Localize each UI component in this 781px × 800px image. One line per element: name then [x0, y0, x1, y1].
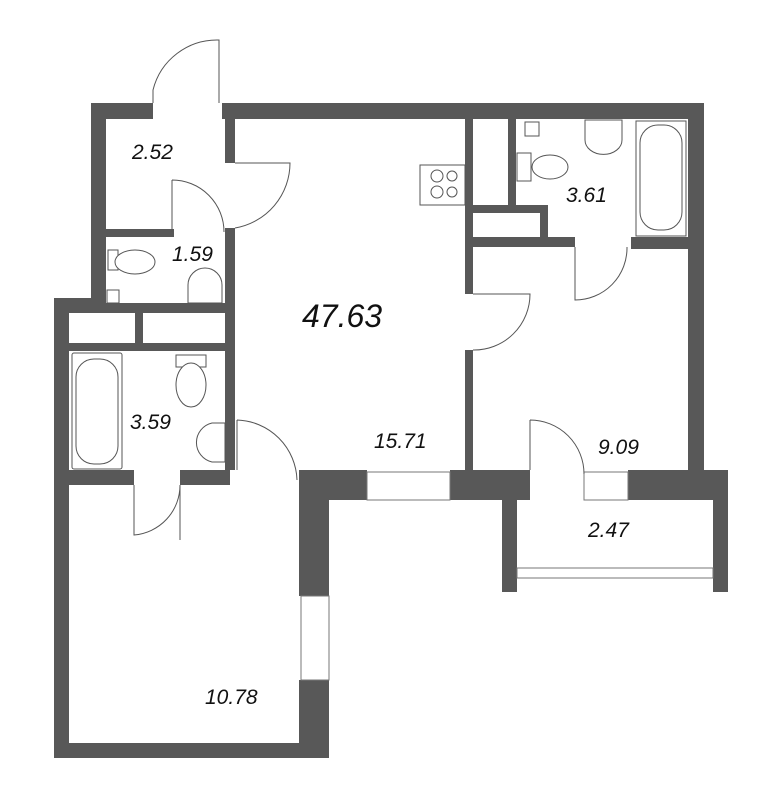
bathtub-icon	[71, 352, 123, 470]
room-area-balcony: 2.47	[588, 519, 629, 542]
window-bedroom-left	[300, 595, 330, 681]
total-area: 47.63	[302, 298, 383, 334]
walls	[54, 103, 728, 758]
room-area-bedroom-right: 9.09	[598, 436, 639, 459]
window-bedroom-right	[583, 471, 629, 501]
toilet-icon	[114, 249, 156, 275]
fixtures	[71, 119, 687, 470]
toilet-icon	[531, 154, 569, 180]
sink-icon	[196, 422, 226, 463]
toilet-icon	[175, 362, 207, 408]
balcony-railing	[516, 567, 714, 579]
room-area-bathroom-right: 3.61	[566, 184, 607, 207]
doors	[133, 39, 628, 540]
sink-icon	[584, 119, 623, 155]
room-area-kitchen-living: 15.71	[374, 430, 427, 453]
stove-icon	[419, 164, 466, 206]
room-area-hallway: 2.52	[132, 141, 173, 164]
room-area-bedroom-left: 10.78	[205, 686, 258, 709]
window-kitchen	[366, 471, 451, 501]
sink-icon	[187, 267, 223, 304]
room-area-bathroom-left: 3.59	[130, 411, 171, 434]
bathtub-icon	[635, 120, 687, 237]
room-area-wc: 1.59	[172, 243, 213, 266]
